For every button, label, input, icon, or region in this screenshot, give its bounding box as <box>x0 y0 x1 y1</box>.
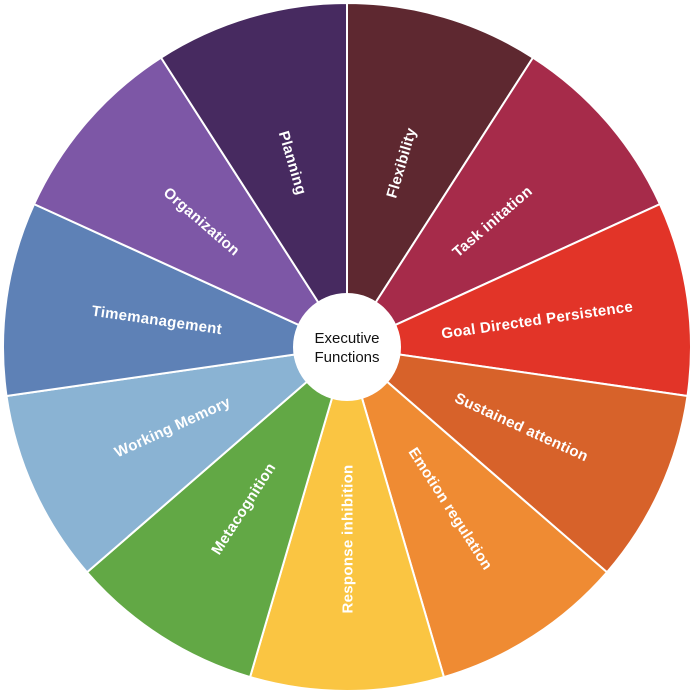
wheel-segment-metacognition <box>86 346 348 679</box>
wheel-segment-planning <box>160 2 348 348</box>
center-label-line1: Executive <box>314 330 379 347</box>
wheel-segment-timemanagement <box>2 203 348 397</box>
wheel-segment-organization <box>33 56 348 348</box>
center-circle <box>293 293 401 401</box>
wheel-segment-label-response-inhibition: Response inhibition <box>339 464 356 613</box>
wheel-segment-sustained-attention <box>346 346 689 574</box>
wheel-segment-emotion-regulation <box>346 346 608 679</box>
wheel-segment-task-initation <box>346 56 661 348</box>
wheel-segment-response-inhibition <box>249 346 445 692</box>
center-label-line2: Functions <box>314 349 379 366</box>
wheel-segment-flexibility <box>346 2 534 348</box>
wheel-segment-working-memory <box>5 346 348 574</box>
wheel-segment-goal-directed-persistence <box>346 203 692 397</box>
